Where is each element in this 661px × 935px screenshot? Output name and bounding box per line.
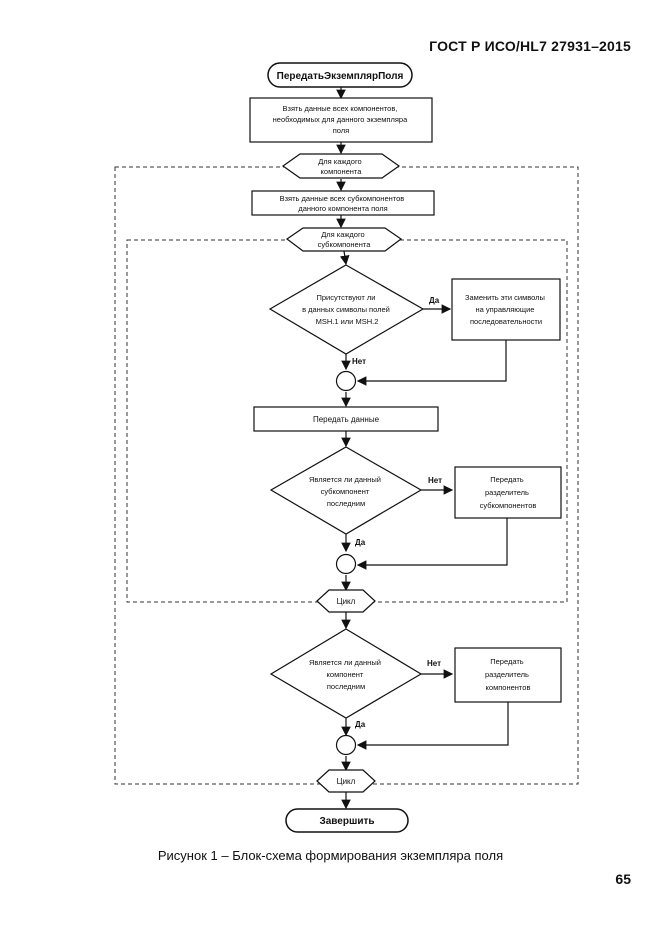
no-label: Нет (428, 476, 442, 485)
page-number: 65 (615, 871, 631, 887)
loop-end-outer-hexagon (316, 769, 376, 793)
connector (356, 340, 507, 386)
send-subcomponent-separator-process (454, 466, 562, 519)
decision-last-component-label: Является ли данный компонент последним (309, 658, 383, 691)
send-data-label: Передать данные (313, 415, 380, 424)
send-component-separator-label: Передать разделитель компонентов (485, 657, 531, 692)
loop-subcomponents-hexagon (285, 227, 403, 252)
loop-subcomponents-label: Для каждого субкомпонента (318, 230, 372, 249)
replace-chars-process (451, 278, 561, 341)
loop-components-label: Для каждого компонента (318, 157, 364, 176)
connector (356, 702, 509, 750)
merge-connector (335, 553, 357, 575)
decision-special-chars (268, 264, 425, 355)
no-label: Нет (352, 357, 366, 366)
yes-label: Да (355, 720, 366, 729)
yes-label: Да (429, 296, 440, 305)
loop-end-inner-hexagon (316, 589, 376, 613)
get-components-process (249, 97, 433, 143)
merge-connector (335, 734, 357, 756)
start-terminator (267, 62, 413, 88)
end-label: Завершить (319, 816, 374, 827)
connector (356, 518, 508, 570)
figure-caption: Рисунок 1 – Блок-схема формирования экзе… (157, 848, 504, 863)
decision-special-chars-label: Присутствуют ли в данных символы полей M… (302, 293, 392, 326)
decision-last-component (269, 628, 423, 719)
end-terminator (285, 808, 409, 833)
replace-chars-label: Заменить эти символы на управляющие посл… (465, 293, 547, 326)
loop-components-hexagon (281, 153, 401, 179)
yes-label: Да (355, 538, 366, 547)
no-label: Нет (427, 659, 441, 668)
start-label: ПередатьЭкземплярПоля (277, 71, 404, 82)
decision-last-subcomponent (269, 446, 423, 535)
get-subcomponents-process (251, 190, 435, 216)
loop-end-inner-label: Цикл (337, 597, 356, 606)
merge-connector (335, 370, 357, 392)
decision-last-subcomponent-label: Является ли данный субкомпонент последни… (309, 475, 383, 508)
get-subcomponents-label: Взять данные всех субкомпонентов данного… (280, 194, 407, 213)
connector (339, 250, 350, 266)
standard-code: ГОСТ Р ИСО/HL7 27931–2015 (429, 38, 631, 54)
send-component-separator-process (454, 647, 562, 703)
loop-end-outer-label: Цикл (337, 777, 356, 786)
get-components-label: Взять данные всех компонентов, необходим… (273, 104, 410, 135)
send-subcomponent-separator-label: Передать разделитель субкомпонентов (480, 475, 537, 510)
send-data-process (253, 406, 439, 432)
